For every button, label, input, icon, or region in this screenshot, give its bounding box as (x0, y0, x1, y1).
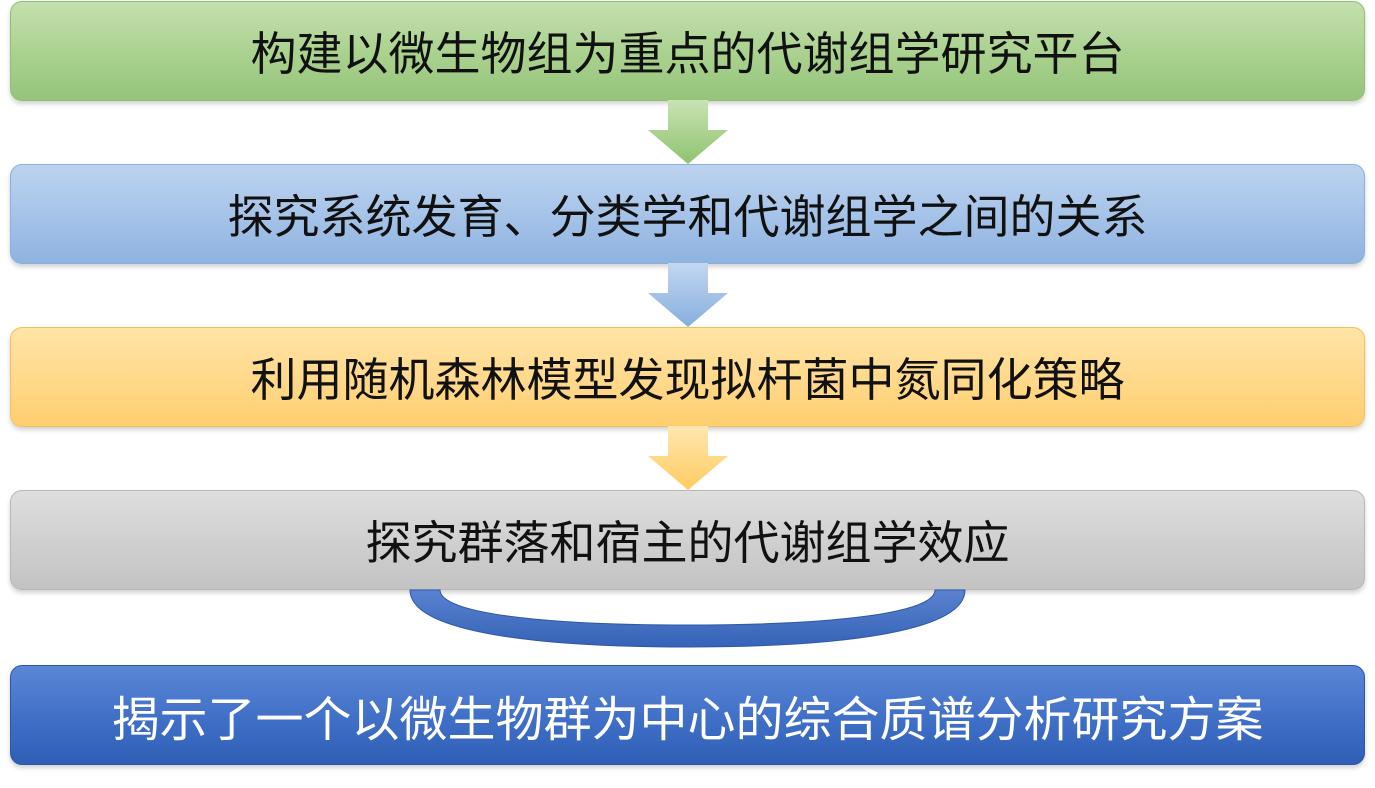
step-box-2: 探究系统发育、分类学和代谢组学之间的关系 (10, 164, 1365, 264)
down-arrow-icon-2 (648, 263, 728, 327)
step-label-1: 构建以微生物组为重点的代谢组学研究平台 (250, 27, 1125, 81)
step-label-2: 探究系统发育、分类学和代谢组学之间的关系 (227, 190, 1148, 244)
down-arrow-icon-1 (648, 100, 728, 164)
curved-connector-icon (409, 589, 966, 648)
step-label-4: 探究群落和宿主的代谢组学效应 (365, 516, 1010, 570)
step-box-3: 利用随机森林模型发现拟杆菌中氮同化策略 (10, 327, 1365, 427)
step-label-3: 利用随机森林模型发现拟杆菌中氮同化策略 (250, 353, 1125, 407)
down-arrow-icon-3 (648, 426, 728, 490)
step-box-1: 构建以微生物组为重点的代谢组学研究平台 (10, 1, 1365, 101)
result-box: 揭示了一个以微生物群为中心的综合质谱分析研究方案 (10, 665, 1365, 765)
result-label: 揭示了一个以微生物群为中心的综合质谱分析研究方案 (111, 692, 1264, 748)
step-box-4: 探究群落和宿主的代谢组学效应 (10, 490, 1365, 590)
